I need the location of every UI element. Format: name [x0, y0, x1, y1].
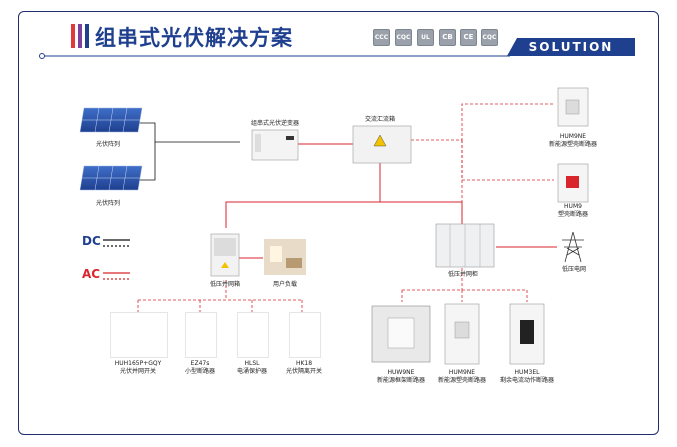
hlsl-model: HLSL — [244, 360, 260, 367]
legend-ac-lines — [103, 272, 130, 280]
title-bar-purple — [78, 24, 82, 48]
huw9ne-name: 新能源框架断路器 — [376, 377, 426, 384]
hum9ne-bottom-label: HUM9NE 新能源塑壳断路器 — [438, 369, 486, 385]
pv-array-1-label: 光伏阵列 — [95, 141, 121, 148]
hum9ne-bottom-name: 新能源塑壳断路器 — [437, 377, 487, 384]
pv-array-2-label: 光伏阵列 — [95, 200, 121, 207]
lv-cabinet-icon — [435, 223, 495, 268]
huw9ne-breaker-icon — [371, 305, 431, 363]
hum9-label: HUM9 塑壳断路器 — [558, 203, 588, 219]
dc-lines — [138, 122, 240, 181]
hum3el-breaker-icon — [509, 303, 545, 365]
ez47s-label: EZ47s 小型断路器 — [185, 360, 215, 376]
legend-dc-lines — [103, 239, 130, 247]
solution-label: SOLUTION — [528, 40, 614, 54]
lv-grid-label: 低压电网 — [561, 266, 587, 273]
hum9ne-breaker-icon — [557, 87, 589, 127]
ce-cert-icon: CE — [460, 29, 477, 46]
solution-banner: SOLUTION — [507, 38, 635, 56]
title-bar-red — [71, 24, 75, 48]
hlsl-label: HLSL 电涌保护器 — [237, 360, 267, 376]
hk18-model: HK18 — [295, 360, 313, 367]
inverter-icon — [251, 129, 299, 161]
hum3el-label: HUM3EL 剩余电流动作断路器 — [500, 369, 554, 385]
huh165p-placeholder — [110, 312, 168, 358]
hlsl-placeholder — [237, 312, 269, 358]
lv-cabinet-label: 低压并网柜 — [447, 271, 479, 278]
cb-cert-icon: CB — [439, 29, 456, 46]
ul-cert-icon: UL — [417, 29, 434, 46]
huh165p-label: HUH165P+GQY 光伏并网开关 — [115, 360, 162, 376]
grid-tower-icon — [562, 231, 584, 263]
hlsl-name: 电涌保护器 — [236, 368, 268, 375]
hum3el-name: 剩余电流动作断路器 — [499, 377, 555, 384]
hum9-model: HUM9 — [564, 203, 582, 210]
pv-array-1-icon — [79, 107, 143, 133]
ac-combiner-icon — [352, 125, 412, 164]
user-load-icon — [264, 239, 306, 275]
hk18-name: 光伏隔离开关 — [285, 368, 323, 375]
cqc-cert-icon-2: CQC — [481, 29, 498, 46]
ez47s-name: 小型断路器 — [184, 368, 216, 375]
inverter-label: 组串式光伏逆变器 — [250, 120, 300, 127]
ac-combiner-label: 交流汇流箱 — [364, 116, 396, 123]
hk18-label: HK18 光伏隔离开关 — [286, 360, 322, 376]
hum9ne-top-name: 新能源塑壳断路器 — [548, 141, 598, 148]
hum9ne-breaker-bottom-icon — [444, 303, 480, 365]
huw9ne-model: HUW9NE — [387, 369, 415, 376]
cqc-cert-icon: CQC — [395, 29, 412, 46]
diagram-frame — [18, 11, 659, 435]
user-load-label: 用户负载 — [272, 281, 298, 288]
hum9ne-top-label: HUM9NE 新能源塑壳断路器 — [549, 133, 597, 149]
hk18-placeholder — [289, 312, 321, 358]
huh165p-name: 光伏并网开关 — [119, 368, 156, 375]
ez47s-placeholder — [185, 312, 217, 358]
hum9ne-bottom-model: HUM9NE — [448, 369, 476, 376]
hum9-name: 塑壳断路器 — [557, 211, 589, 218]
grid-box-icon — [210, 233, 240, 277]
title-bar-blue — [85, 24, 89, 48]
grid-box-label: 低压并网箱 — [209, 281, 241, 288]
hum9-breaker-icon — [557, 163, 589, 203]
legend-ac-label: AC — [82, 267, 101, 281]
legend-dc-label: DC — [82, 234, 101, 248]
ez47s-model: EZ47s — [190, 360, 210, 367]
pv-array-2-icon — [79, 165, 143, 191]
ccc-cert-icon: CCC — [373, 29, 390, 46]
huh165p-model: HUH165P+GQY — [114, 360, 162, 367]
ac-dashed-lines — [137, 103, 554, 312]
huw9ne-label: HUW9NE 新能源框架断路器 — [377, 369, 425, 385]
hum3el-model: HUM3EL — [514, 369, 540, 376]
hum9ne-top-model: HUM9NE — [559, 133, 587, 140]
page-title: 组串式光伏解决方案 — [95, 26, 293, 50]
